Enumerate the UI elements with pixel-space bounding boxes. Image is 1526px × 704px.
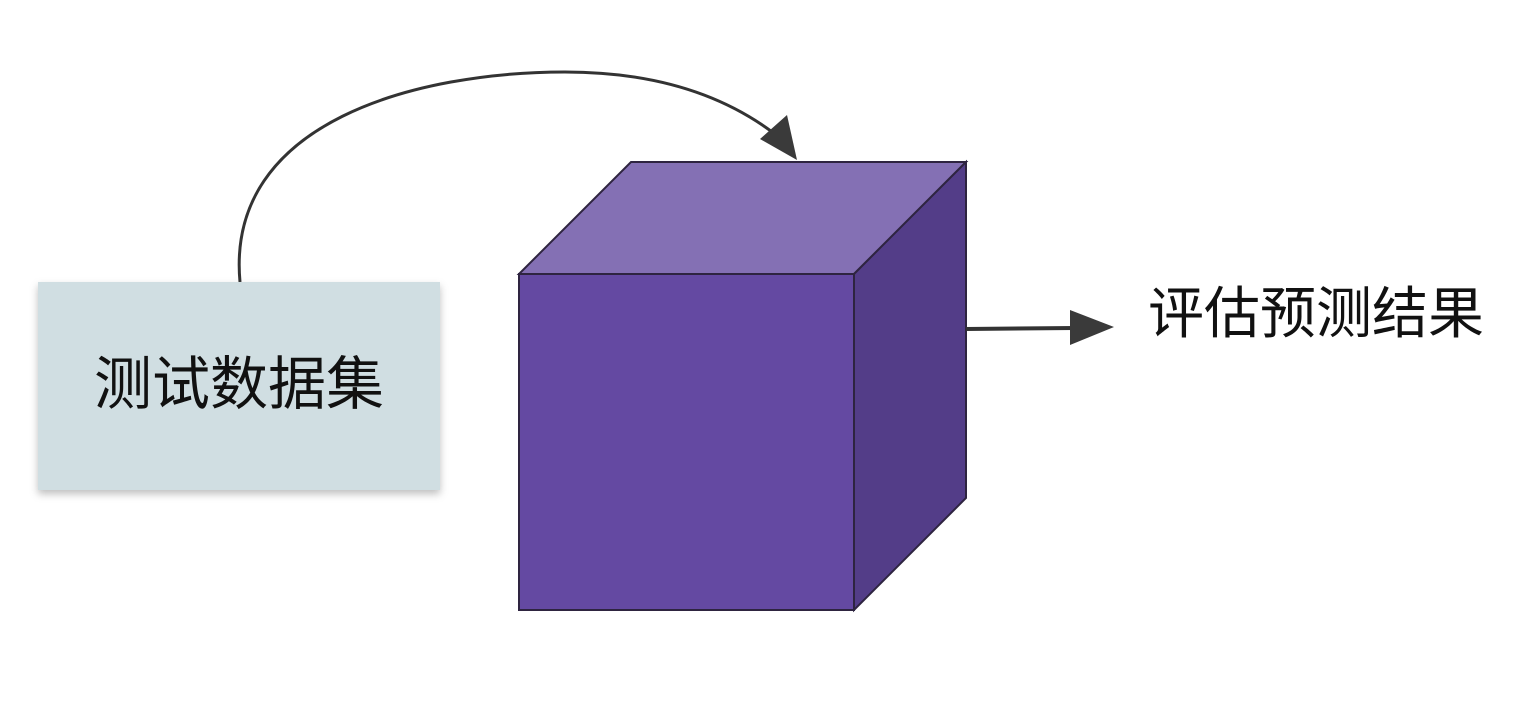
output-arrow-head	[1070, 310, 1114, 345]
evaluation-result-label: 评估预测结果	[1148, 282, 1484, 347]
model-cube	[516, 159, 969, 613]
curved-arrow-line	[237, 70, 781, 283]
curved-arrow-head	[760, 115, 797, 160]
test-dataset-label: 测试数据集	[94, 350, 384, 418]
cube-front-face	[518, 273, 855, 611]
test-dataset-box	[38, 282, 440, 490]
output-arrow-line	[965, 326, 1076, 331]
